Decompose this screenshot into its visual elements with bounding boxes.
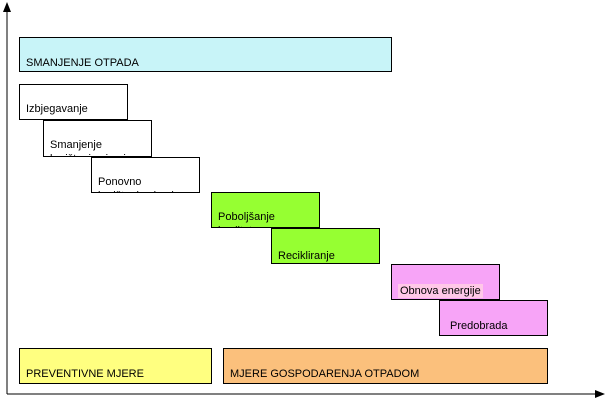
category-label: PREVENTIVNE MJERE bbox=[26, 368, 144, 380]
smanjenje-otpada-banner: SMANJENJE OTPADA bbox=[19, 37, 392, 72]
step-recikliranje: Recikliranje bbox=[271, 228, 380, 264]
step-obnova-energije: Obnova energije bbox=[391, 264, 500, 300]
category-label: MJERE GOSPODARENJA OTPADOM bbox=[230, 368, 420, 380]
y-axis-arrowhead bbox=[3, 2, 11, 12]
category-mjere-gospodarenja: MJERE GOSPODARENJA OTPADOM bbox=[223, 348, 548, 384]
step-label: Obnova energije bbox=[398, 284, 483, 298]
step-smanjenje-koristenja: Smanjenje korištenja sirovina bbox=[43, 120, 152, 157]
step-label: Recikliranje bbox=[278, 250, 335, 262]
step-label: Smanjenje korištenja sirovina bbox=[50, 139, 138, 156]
step-label: Izbjegavanje bbox=[26, 103, 88, 115]
step-predobrada: Predobrada bbox=[439, 300, 548, 336]
step-izbjegavanje: Izbjegavanje bbox=[19, 84, 128, 120]
step-poboljsanje-kvalitete: Poboljšanje kvalitete bbox=[211, 192, 320, 228]
step-ponovno-koristenje: Ponovno korištenje sirovina bbox=[91, 157, 200, 193]
x-axis-arrowhead bbox=[595, 390, 605, 398]
step-label: Predobrada bbox=[450, 320, 508, 332]
step-label: Poboljšanje kvalitete bbox=[218, 211, 275, 227]
category-preventivne-mjere: PREVENTIVNE MJERE bbox=[19, 348, 212, 384]
banner-label: SMANJENJE OTPADA bbox=[26, 57, 139, 69]
step-label: Ponovno korištenje sirovina bbox=[98, 176, 186, 192]
